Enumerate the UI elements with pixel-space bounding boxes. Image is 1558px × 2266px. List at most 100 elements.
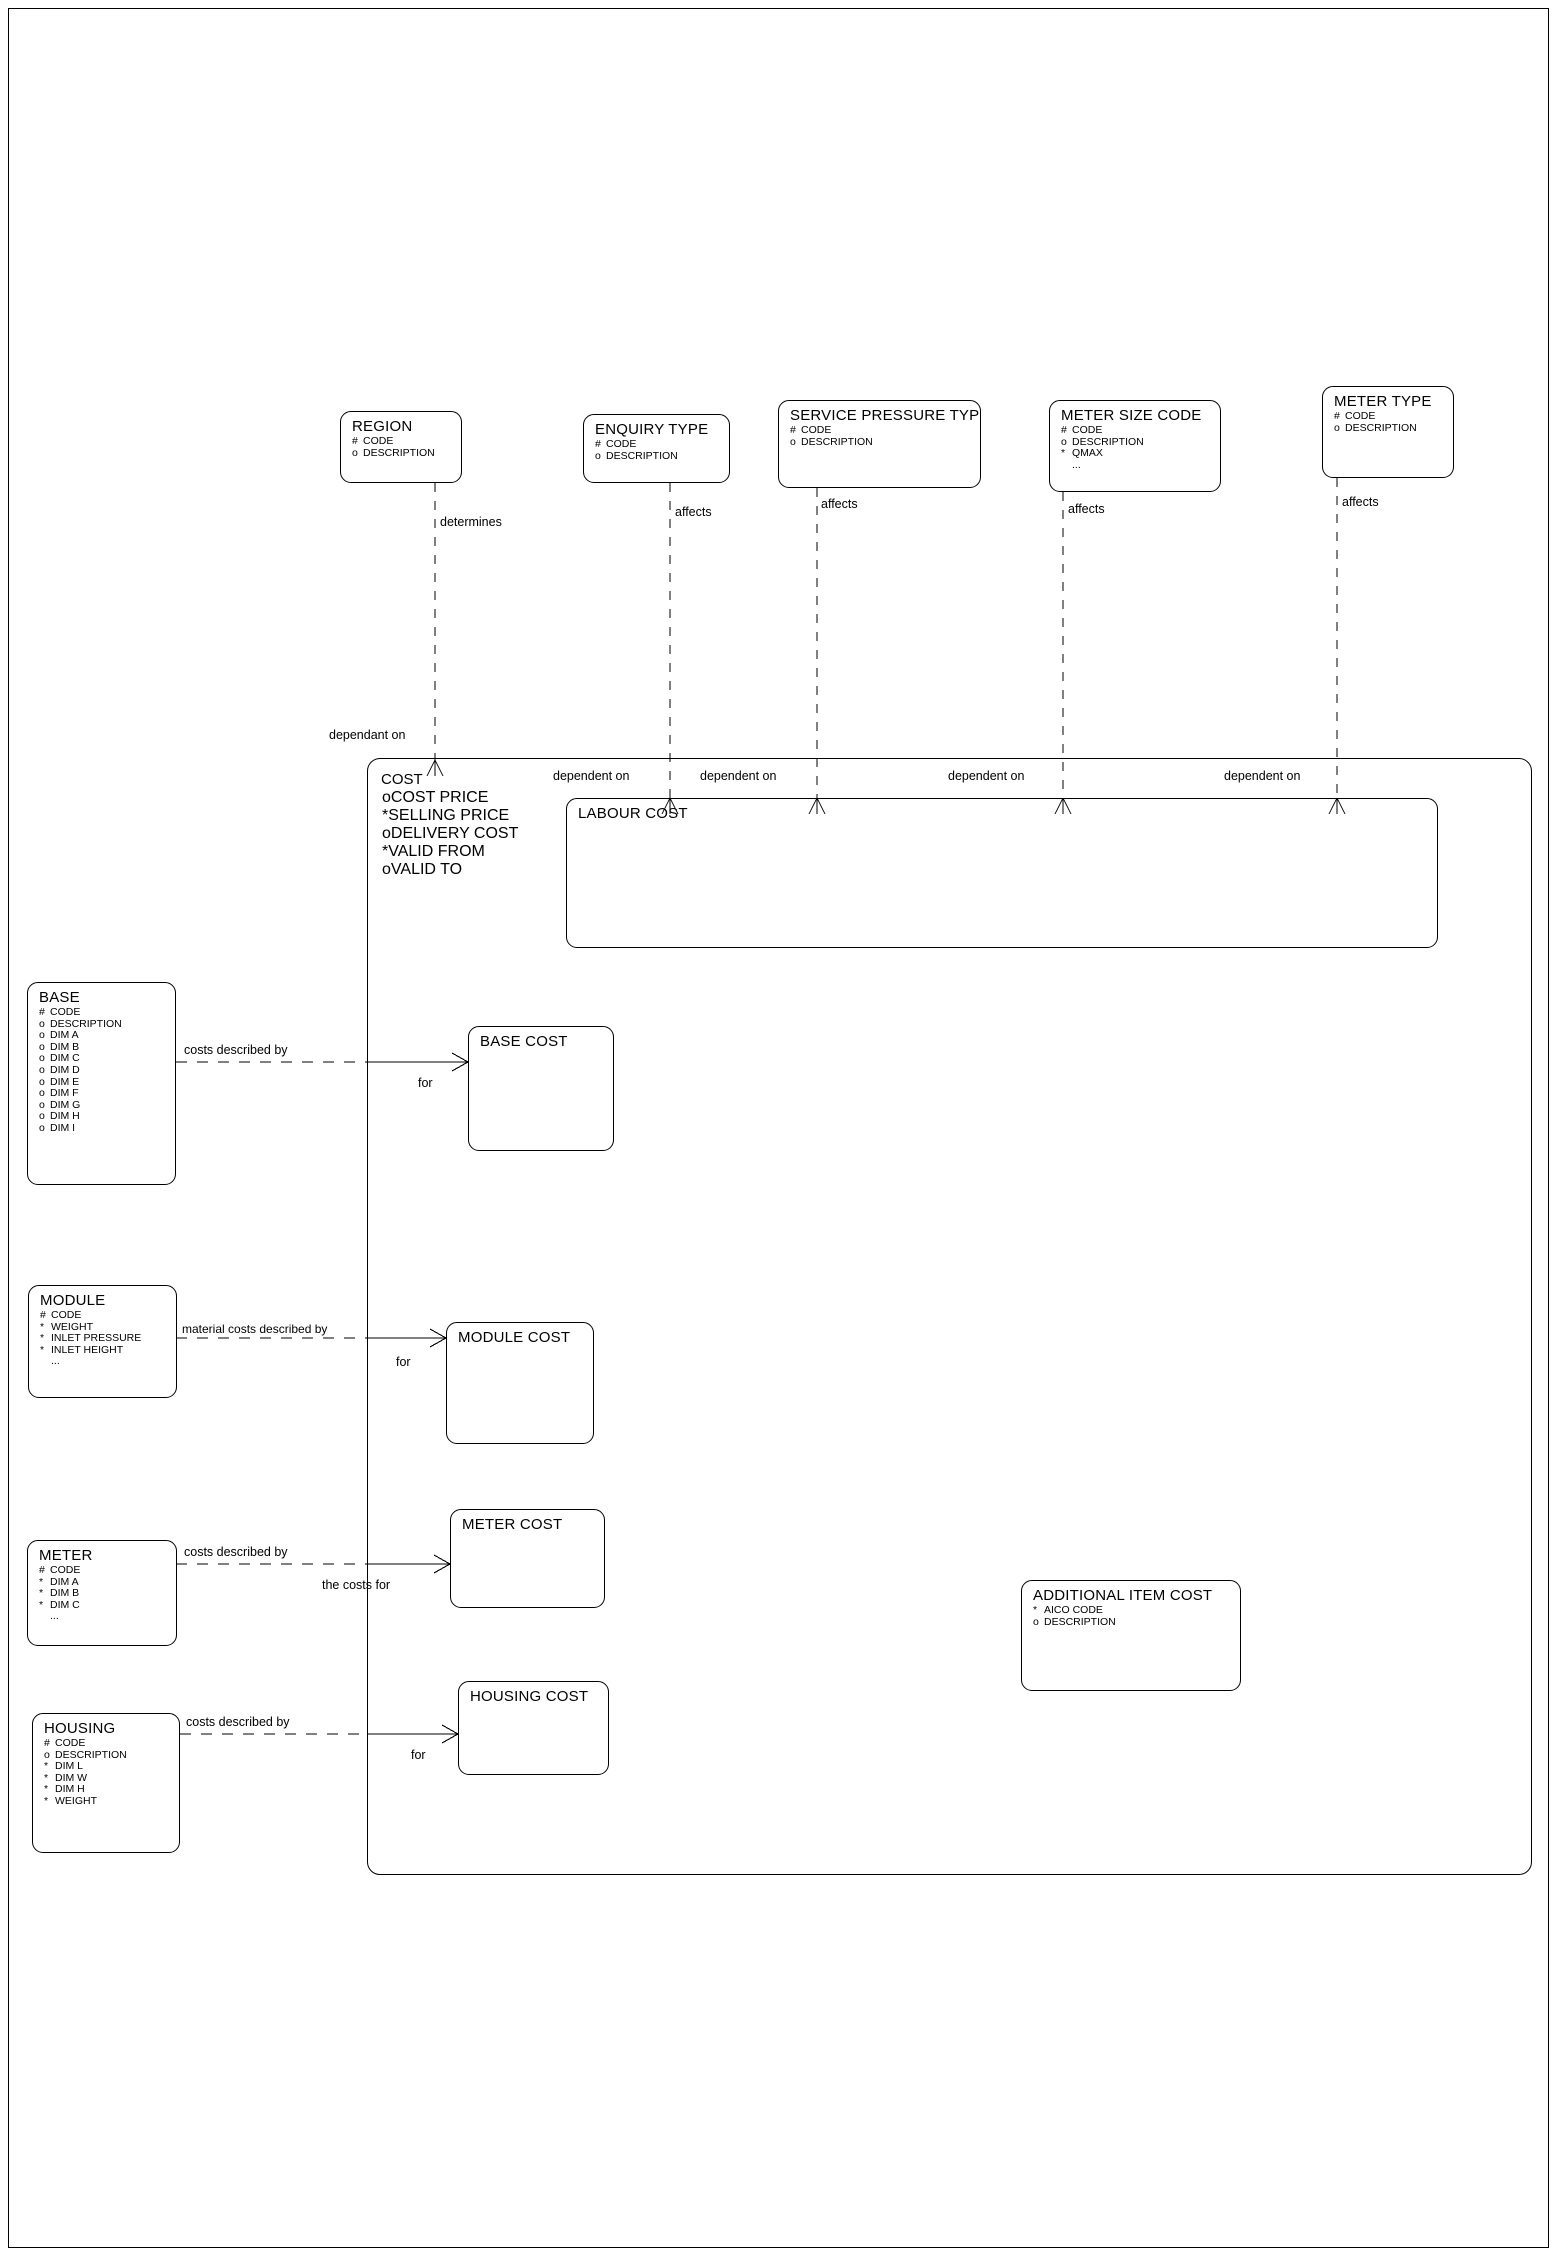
crowsfoot-module-cost — [429, 1328, 447, 1348]
attribute-mark: o — [39, 1052, 45, 1065]
attribute-label: DESCRIPTION — [1044, 1615, 1116, 1628]
attribute-label: DESCRIPTION — [1345, 421, 1417, 434]
crowsfoot-enquiry-labour — [661, 797, 679, 815]
attribute-mark: # — [40, 1309, 46, 1321]
attribute-label: CODE — [55, 1737, 86, 1749]
rel-label-affects-2: affects — [821, 497, 858, 511]
attribute-label: CODE — [50, 1006, 81, 1018]
attribute-label: INLET PRESSURE — [51, 1332, 142, 1345]
attribute-label: DIM F — [50, 1087, 79, 1100]
attribute-mark: o — [790, 435, 796, 448]
attribute-mark: o — [595, 449, 601, 462]
rel-label-for-module: for — [396, 1355, 411, 1369]
entity-name: METER SIZE CODE — [1061, 407, 1202, 424]
attribute-mark: # — [39, 1006, 45, 1018]
attribute-label: DIM L — [55, 1760, 84, 1773]
attribute-label: CODE — [801, 424, 832, 436]
attribute-row: #CODE — [595, 438, 720, 451]
attribute-label: CODE — [1072, 424, 1103, 436]
attribute-row: *DIM A — [39, 1576, 167, 1589]
attribute-mark: o — [39, 1029, 45, 1042]
attribute-mark: * — [44, 1760, 49, 1773]
entity-module[interactable]: MODULE #CODE *WEIGHT *INLET PRESSURE *IN… — [28, 1285, 177, 1398]
attribute-row: oVALID TO — [382, 861, 518, 879]
attribute-row: #CODE — [1061, 424, 1211, 437]
crowsfoot-housing-cost — [441, 1724, 459, 1744]
attribute-label: ... — [1072, 458, 1081, 471]
crowsfoot-spt-labour — [808, 797, 826, 815]
attribute-mark: # — [39, 1564, 45, 1576]
attribute-mark: o — [382, 789, 391, 806]
attribute-mark: o — [1061, 435, 1067, 448]
entity-module-cost[interactable]: MODULE COST — [446, 1322, 594, 1444]
attribute-mark: o — [39, 1098, 45, 1111]
attribute-mark: # — [790, 424, 796, 436]
rel-label-dependent-on-1: dependent on — [553, 769, 630, 783]
rel-label-affects-4: affects — [1342, 495, 1379, 509]
attribute-label: VALID TO — [390, 861, 463, 878]
attribute-label: VALID FROM — [388, 843, 485, 860]
attribute-row: *DIM C — [39, 1599, 167, 1612]
attribute-label: WEIGHT — [55, 1794, 97, 1807]
attribute-row: #CODE — [40, 1309, 167, 1322]
attribute-row: #CODE — [1334, 410, 1444, 423]
entity-meter-cost[interactable]: METER COST — [450, 1509, 605, 1608]
entity-name: ENQUIRY TYPE — [595, 421, 709, 438]
attribute-label: WEIGHT — [51, 1320, 93, 1333]
attribute-row: *DIM B — [39, 1587, 167, 1600]
attribute-row: * AICO CODE — [1033, 1604, 1231, 1617]
attribute-mark: # — [595, 438, 601, 450]
attribute-label: DESCRIPTION — [55, 1748, 127, 1761]
rel-label-dependent-on-3: dependent on — [948, 769, 1025, 783]
attribute-mark: o — [39, 1063, 45, 1076]
attribute-label: DIM B — [50, 1040, 80, 1053]
attribute-row: *DIM H — [44, 1784, 170, 1796]
attribute-row: # CODE — [39, 1006, 166, 1019]
entity-base-cost[interactable]: BASE COST — [468, 1026, 614, 1151]
attribute-label: AICO CODE — [1044, 1604, 1103, 1616]
attribute-row: # CODE — [790, 424, 971, 437]
attribute-mark: * — [40, 1332, 45, 1345]
attribute-mark: o — [39, 1121, 45, 1134]
entity-name: HOUSING — [44, 1720, 116, 1737]
entity-housing-cost[interactable]: HOUSING COST — [458, 1681, 609, 1775]
attribute-row: oCOST PRICE — [382, 789, 518, 807]
rel-label-costs-described-by-meter: costs described by — [184, 1545, 288, 1559]
entity-name: MODULE — [40, 1292, 106, 1309]
attribute-row: oDELIVERY COST — [382, 825, 518, 843]
attribute-label: DIM W — [55, 1771, 88, 1784]
entity-meter[interactable]: METER #CODE *DIM A *DIM B *DIM C ... — [27, 1540, 177, 1646]
attribute-row: #CODE — [352, 435, 452, 448]
attribute-label: DIM H — [50, 1110, 80, 1123]
entity-cost[interactable]: COST oCOST PRICE *SELLING PRICE oDELIVER… — [367, 758, 1532, 1875]
rel-label-costs-described-by-base: costs described by — [184, 1043, 288, 1057]
attribute-mark: * — [44, 1794, 49, 1807]
entity-name: LABOUR COST — [578, 805, 688, 822]
attribute-label: DIM B — [50, 1587, 80, 1600]
attribute-list: oCOST PRICE *SELLING PRICE oDELIVERY COS… — [382, 789, 518, 879]
entity-labour-cost[interactable]: LABOUR COST — [566, 798, 1438, 948]
attribute-mark: o — [39, 1040, 45, 1053]
attribute-mark: * — [1033, 1604, 1038, 1616]
